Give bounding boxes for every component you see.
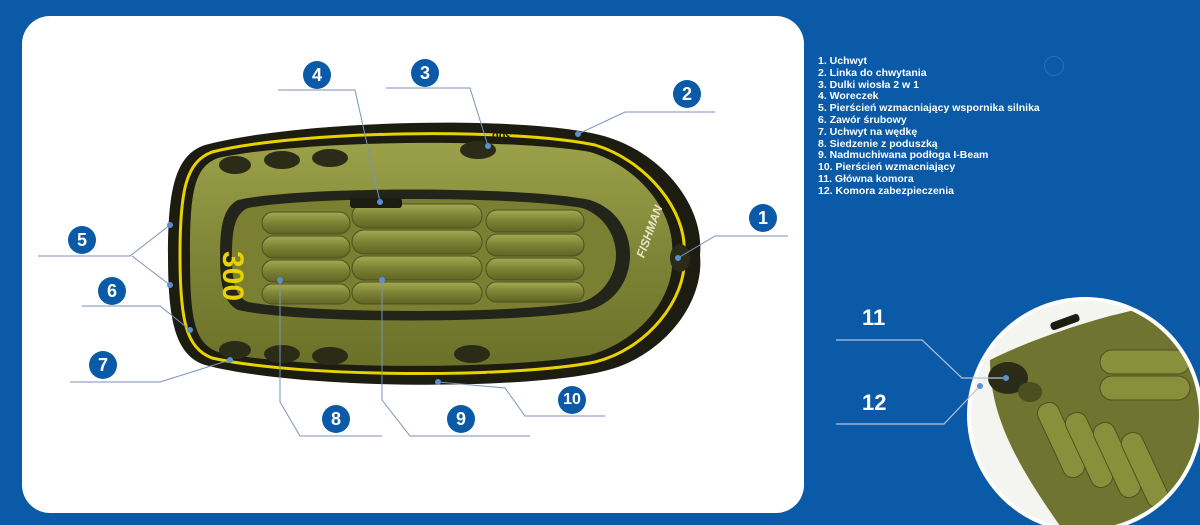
legend-item: 9. Nadmuchiwana podłoga I-Beam — [818, 149, 989, 162]
legend-item: 7. Uchwyt na wędkę — [818, 125, 918, 138]
leader-7 — [70, 359, 231, 383]
yellow-trim — [178, 132, 686, 376]
leader-9 — [381, 280, 530, 437]
legend-item: 4. Woreczek — [818, 90, 879, 103]
brand-mark-icon — [1044, 56, 1064, 76]
safety-chamber-end — [1018, 382, 1042, 402]
parts-legend: 1. Uchwyt 2. Linka do chwytania 3. Dulki… — [818, 55, 1040, 198]
callout-9: 9 — [447, 405, 475, 433]
leader-12 — [836, 385, 981, 425]
leader-6 — [82, 305, 191, 331]
callout-8: 8 — [322, 405, 350, 433]
legend-item: 11. Główna komora — [818, 172, 914, 185]
leader-3 — [386, 87, 489, 147]
legend-item: 8. Siedzenie z poduszką — [818, 137, 938, 150]
callout-6: 6 — [98, 277, 126, 305]
legend-item: 12. Komora zabezpieczenia — [818, 184, 954, 197]
leader-2 — [577, 111, 715, 135]
legend-item: 2. Linka do chwytania — [818, 66, 927, 79]
callout-2: 2 — [673, 80, 701, 108]
floor-beams — [261, 203, 585, 305]
callout-4: 4 — [303, 61, 331, 89]
leader-5a — [38, 224, 171, 257]
callout-3: 3 — [411, 59, 439, 87]
callout-1: 1 — [749, 204, 777, 232]
model-label-top: 300 — [492, 129, 512, 143]
leader-8 — [279, 280, 382, 437]
callout-5: 5 — [68, 226, 96, 254]
leader-10 — [437, 381, 605, 417]
leader-dots — [167, 131, 681, 385]
callout-7: 7 — [89, 351, 117, 379]
side-details — [219, 141, 690, 365]
legend-item: 10. Pierścień wzmacniający — [818, 161, 956, 174]
model-label-bottom: 300 — [485, 371, 505, 385]
legend-item: 1. Uchwyt — [818, 55, 868, 67]
leader-lines — [38, 87, 788, 437]
callout-10: 10 — [558, 386, 586, 414]
callout-11: 11 — [862, 305, 886, 330]
leader-11 — [836, 339, 1006, 379]
callout-12: 12 — [862, 390, 887, 415]
seat-strap — [350, 198, 402, 208]
zoom-inset — [836, 297, 1200, 525]
leader-1 — [677, 235, 788, 259]
legend-item: 5. Pierścień wzmacniający wspornika siln… — [818, 102, 1040, 115]
oarlock-top — [460, 141, 496, 159]
leader-4 — [278, 89, 381, 203]
legend-item: 6. Zawór śrubowy — [818, 113, 907, 126]
model-label-stern: 300 — [216, 251, 249, 301]
leader-5b — [131, 255, 171, 286]
legend-item: 3. Dulki wiosła 2 w 1 — [818, 78, 919, 91]
